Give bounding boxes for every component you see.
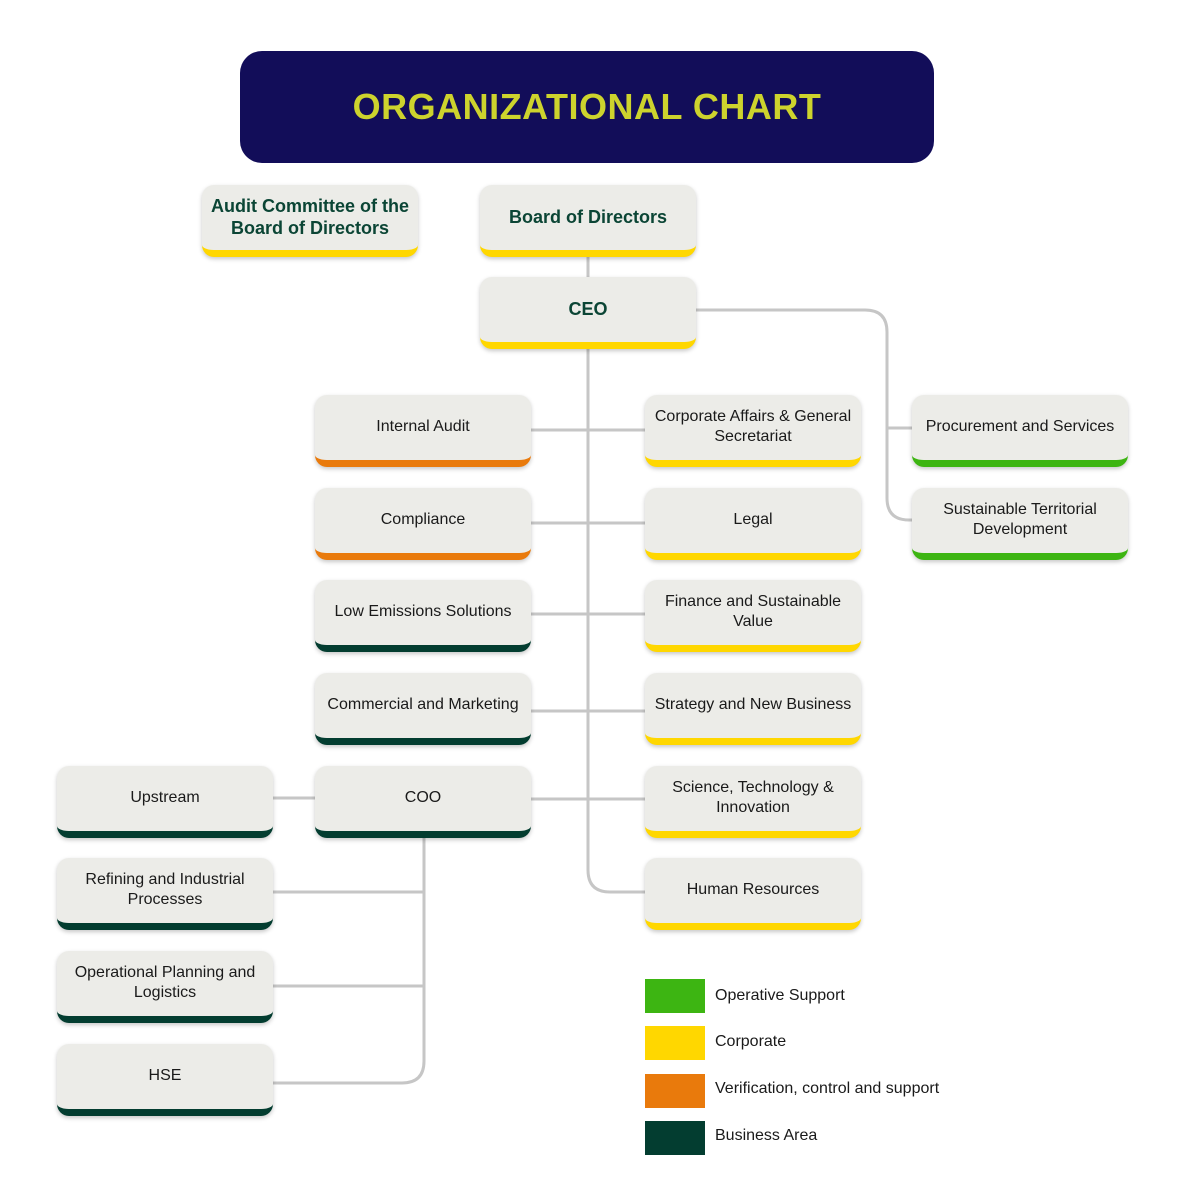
legend-swatch-verification xyxy=(645,1074,705,1108)
node-commercial-and-marketing: Commercial and Marketing xyxy=(315,673,531,745)
chart-title: ORGANIZATIONAL CHART xyxy=(352,86,822,127)
node-science-technology: Science, Technology & Innovation xyxy=(645,766,861,838)
legend-swatch-business-area xyxy=(645,1121,705,1155)
node-low-emissions-solutions: Low Emissions Solutions xyxy=(315,580,531,652)
node-corporate-affairs: Corporate Affairs & General Secretariat xyxy=(645,395,861,467)
node-coo: COO xyxy=(315,766,531,838)
connector-coo-trunk xyxy=(273,836,426,1085)
legend-label-business-area: Business Area xyxy=(715,1127,818,1144)
node-procurement-and-services: Procurement and Services xyxy=(912,395,1128,467)
node-ceo: CEO xyxy=(480,277,696,349)
node-refining-and-industrial-processes: Refining and Industrial Processes xyxy=(57,858,273,930)
node-internal-audit: Internal Audit xyxy=(315,395,531,467)
node-hse: HSE xyxy=(57,1044,273,1116)
node-upstream: Upstream xyxy=(57,766,273,838)
node-operational-planning: Operational Planning and Logistics xyxy=(57,951,273,1023)
connector-ceo-trunk xyxy=(586,348,646,894)
legend-label-corporate: Corporate xyxy=(715,1033,787,1050)
title-banner: ORGANIZATIONAL CHART xyxy=(240,51,934,163)
node-finance: Finance and Sustainable Value xyxy=(645,580,861,652)
node-compliance: Compliance xyxy=(315,488,531,560)
legend-label-verification: Verification, control and support xyxy=(715,1080,940,1097)
connector-ceo-right-branch xyxy=(696,308,913,522)
legend-label-operative-support: Operative Support xyxy=(715,987,845,1004)
node-human-resources: Human Resources xyxy=(645,858,861,930)
legend-swatch-operative-support xyxy=(645,979,705,1013)
node-sustainable-territorial-development: Sustainable Territorial Development xyxy=(912,488,1128,560)
node-board-of-directors: Board of Directors xyxy=(480,185,696,257)
legend-swatch-corporate xyxy=(645,1026,705,1060)
node-strategy: Strategy and New Business xyxy=(645,673,861,745)
node-audit-committee: Audit Committee of the Board of Director… xyxy=(202,185,418,257)
node-legal: Legal xyxy=(645,488,861,560)
